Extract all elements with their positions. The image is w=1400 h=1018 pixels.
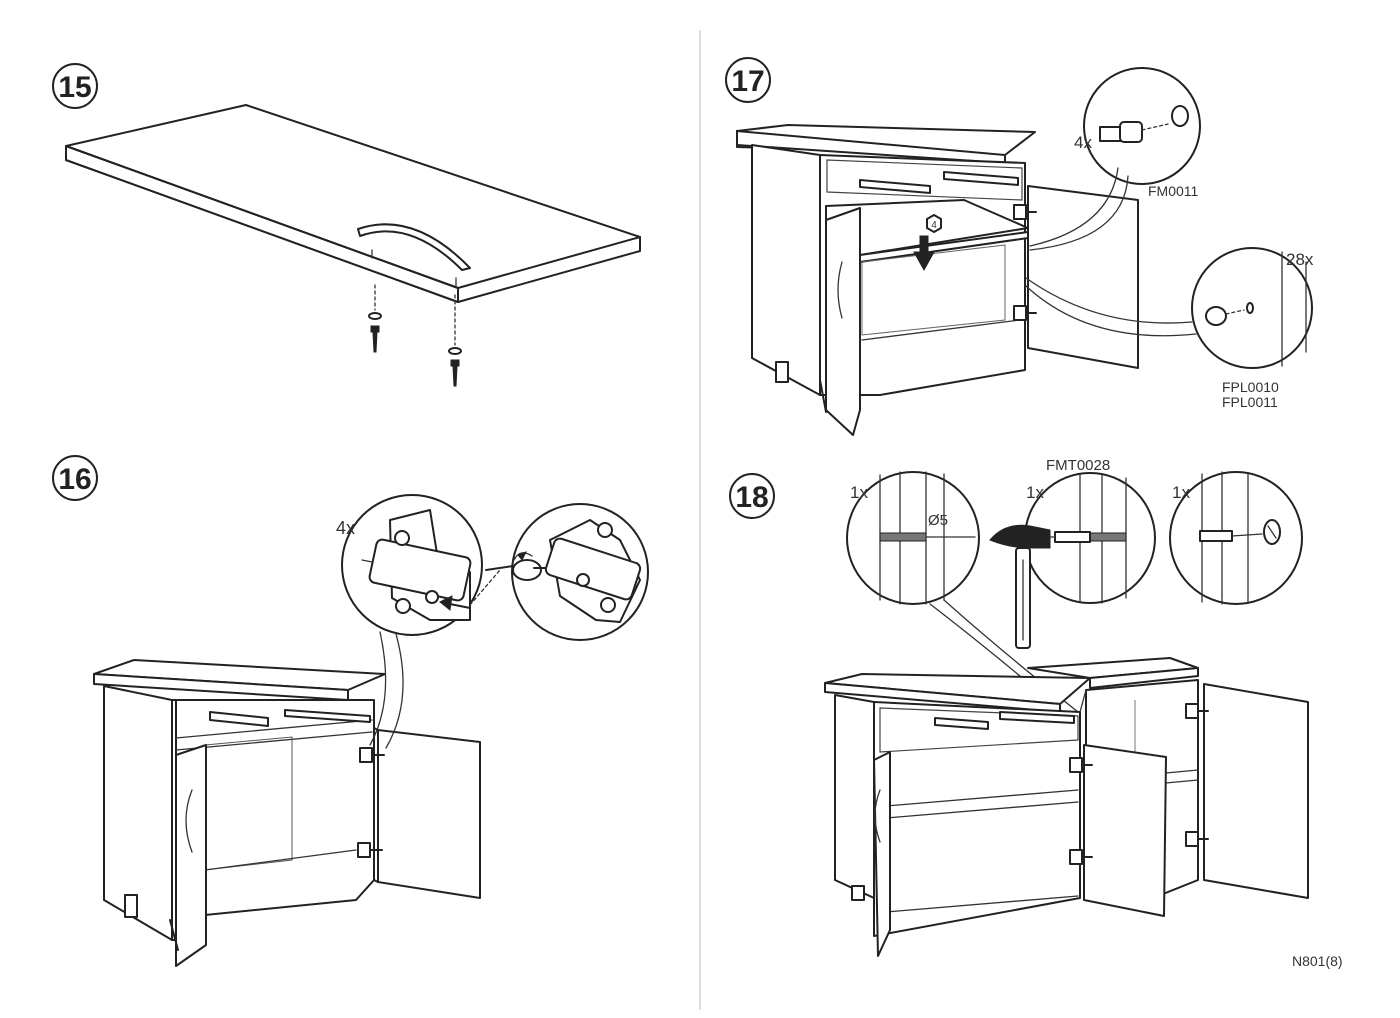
drawer-badge: 4 [926, 214, 942, 233]
arrow-down-icon [913, 235, 935, 272]
dowel-icon [1099, 105, 1189, 143]
quantity-label: 4x [336, 518, 355, 538]
knob-icon [1205, 302, 1254, 326]
hammer-icon [989, 524, 1051, 649]
quantity-label: 1x [850, 483, 868, 502]
part-code: FPL0010 [1222, 379, 1279, 395]
base-cabinet: 4 [736, 124, 1139, 436]
base-cabinet [93, 659, 481, 967]
hinge-icon [1013, 204, 1037, 321]
quantity-label: 4x [1074, 133, 1092, 152]
cabinet-leg [775, 361, 789, 383]
step-number: 18 [735, 481, 768, 514]
screw-icon [368, 284, 462, 387]
quantity-label: 28x [1286, 250, 1314, 269]
part-code: FPL0011 [1222, 394, 1278, 410]
cabinet-leg [851, 885, 865, 901]
quantity-label: 1x [1026, 483, 1044, 502]
hinge-icon [357, 747, 385, 858]
hinge-detail-callout: 4x [336, 494, 501, 749]
svg-text:4: 4 [931, 220, 937, 231]
part-code: FM0011 [1148, 183, 1199, 199]
step-18: 18 1x Ø5 FMT0028 1x [729, 457, 1309, 957]
dowel-detail-callout: 4x FM0011 [1029, 67, 1201, 251]
part-code: FMT0028 [1046, 457, 1110, 474]
step-17-badge: 17 [725, 57, 771, 103]
step-number: 17 [731, 65, 764, 98]
quantity-label: 1x [1172, 483, 1190, 502]
hinge-icon [1069, 703, 1209, 865]
arrow-left-icon [439, 595, 471, 611]
hinge-adjust-callout [485, 503, 649, 641]
double-cabinet [824, 657, 1309, 957]
countertop-panel [65, 104, 641, 303]
handle-icon [357, 223, 471, 287]
page-code: N801(8) [1292, 953, 1343, 969]
step-16: 16 [52, 455, 649, 967]
step-15-badge: 15 [52, 63, 98, 109]
step-number: 16 [58, 463, 91, 496]
step-15: 15 [52, 63, 641, 387]
step-18-badge: 18 [729, 473, 775, 519]
knob-detail-callout: 28x FPL0010 FPL0011 [1025, 247, 1314, 410]
pin-detail-callout: 1x [1169, 471, 1303, 605]
step-17: 17 4 [725, 57, 1314, 436]
step-16-badge: 16 [52, 455, 98, 501]
step-number: 15 [58, 71, 91, 104]
drill-diameter: Ø5 [928, 512, 948, 529]
hammer-detail-callout: FMT0028 1x [989, 457, 1156, 649]
cabinet-leg [124, 894, 138, 918]
